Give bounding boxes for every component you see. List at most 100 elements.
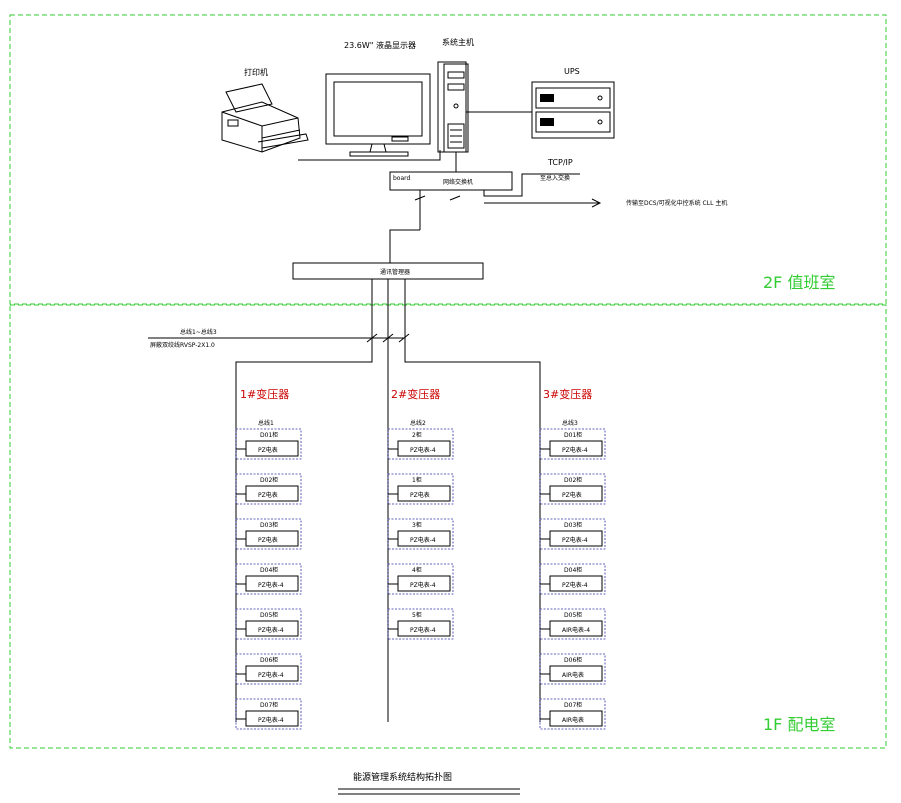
ups-icon [531,81,615,139]
cabinet-group: 4柜 PZ电表-4 [387,563,454,595]
transformer-3-bus: 总线3 [562,419,578,427]
cabinet-label: 1柜 [412,476,422,484]
bus-label-1: 总线1~总线3 [180,328,217,336]
cabinet-frame [387,428,454,460]
cabinet-frame [235,698,302,730]
cabinet-group: D01柜 PZ电表 [235,428,302,460]
zone-1f-label: 1F 配电室 [763,715,835,734]
printer-label: 打印机 [244,67,268,77]
transformer-3-title: 3#变压器 [543,387,592,401]
cabinet-frame [539,608,606,640]
cabinet-label: 3柜 [412,521,422,529]
meter-label: PZ电表 [258,491,278,499]
cabinet-label: D04柜 [564,566,582,574]
cabinet-label: D01柜 [260,431,278,439]
cabinet-group: 2柜 PZ电表-4 [387,428,454,460]
transformer-3-column: 3#变压器 总线3 D01柜PZ电表-4D02柜PZ电表D03柜PZ电表-4D0… [539,387,606,730]
printer-icon [221,83,309,153]
converter-label: 通讯管理器 [380,268,410,276]
zone-1f-frame [9,304,887,749]
meter-label: AIR电表 [562,716,584,724]
cabinet-label: D03柜 [260,521,278,529]
cabinet-label: 4柜 [412,566,422,574]
cabinet-group: D05柜 AIR电表-4 [539,608,606,640]
cabinet-group: D04柜 PZ电表-4 [539,563,606,595]
cabinet-frame [235,653,302,685]
transformer-1-column: 1#变压器 总线1 D01柜PZ电表D02柜PZ电表D03柜PZ电表D04柜PZ… [235,387,302,730]
transformer-2-bus: 总线2 [410,419,426,427]
cabinet-group: D02柜 PZ电表 [539,473,606,505]
transformer-2-column: 2#变压器 总线2 2柜 PZ电表-4 1柜 PZ电表 3柜 PZ电表-4 4柜 PZ电表-4… [387,387,454,640]
cabinet-group: D02柜 PZ电表 [235,473,302,505]
meter-label: PZ电表 [410,491,430,499]
cabinet-label: D02柜 [260,476,278,484]
host-tower-icon [437,61,469,153]
meter-label: PZ电表-4 [410,536,436,544]
transformer-1-title: 1#变压器 [240,387,289,401]
meter-label: PZ电表-4 [562,581,588,589]
cabinet-label: D06柜 [260,656,278,664]
cabinet-label: D02柜 [564,476,582,484]
cabinet-group: D07柜 AIR电表 [539,698,606,730]
cabinet-frame [539,698,606,730]
cabinet-label: 2柜 [412,431,422,439]
meter-label: PZ电表-4 [410,446,436,454]
cabinet-frame [235,428,302,460]
host-label: 系统主机 [442,37,474,47]
cabinet-frame [539,653,606,685]
meter-label: PZ电表-4 [562,536,588,544]
meter-label: PZ电表-4 [410,581,436,589]
cabinet-label: D07柜 [564,701,582,709]
cabinet-label: 5柜 [412,611,422,619]
cabinet-group: D03柜 PZ电表-4 [539,518,606,550]
cabinet-label: D01柜 [564,431,582,439]
ups-label: UPS [564,67,580,76]
meter-label: AIR电表 [562,671,584,679]
cabinet-frame [539,518,606,550]
switch-left-label: board [393,175,411,182]
cabinet-group: 3柜 PZ电表-4 [387,518,454,550]
cabinet-label: D07柜 [260,701,278,709]
cabinet-frame [539,428,606,460]
meter-label: PZ电表 [258,446,278,454]
cabinet-group: D01柜 PZ电表-4 [539,428,606,460]
monitor-label: 23.6W" 液晶显示器 [344,40,416,50]
network-switch [389,171,513,191]
cabinet-group: D06柜 AIR电表 [539,653,606,685]
cabinet-group: 5柜 PZ电表-4 [387,608,454,640]
meter-label: AIR电表-4 [562,626,590,634]
meter-label: PZ电表 [562,491,582,499]
tcpip-sub-label: 至总入交换 [540,174,570,182]
cabinet-frame [235,518,302,550]
cabinet-frame [235,608,302,640]
cabinet-frame [539,563,606,595]
cabinet-frame [539,473,606,505]
zone-2f-frame [9,14,887,305]
cabinet-group: 1柜 PZ电表 [387,473,454,505]
monitor-icon [325,73,431,157]
meter-label: PZ电表-4 [562,446,588,454]
cabinet-frame [387,608,454,640]
transformer-2-title: 2#变压器 [391,387,440,401]
cabinet-label: D05柜 [564,611,582,619]
cabinet-label: D03柜 [564,521,582,529]
cabinet-frame [387,473,454,505]
dcs-link-label: 传输至DCS/可视化中控系统 CLL 主机 [626,199,727,207]
meter-label: PZ电表-4 [410,626,436,634]
cabinet-frame [235,473,302,505]
zone-2f-label: 2F 值班室 [763,273,835,292]
meter-label: PZ电表-4 [258,626,284,634]
tcpip-label: TCP/IP [547,158,573,167]
cabinet-frame [235,563,302,595]
cabinet-group: D03柜 PZ电表 [235,518,302,550]
switch-label: 网络交换机 [443,178,473,186]
cabinet-label: D06柜 [564,656,582,664]
cabinet-frame [387,563,454,595]
bus-label-2: 屏蔽双绞线RVSP-2X1.0 [150,341,215,349]
meter-label: PZ电表 [258,536,278,544]
